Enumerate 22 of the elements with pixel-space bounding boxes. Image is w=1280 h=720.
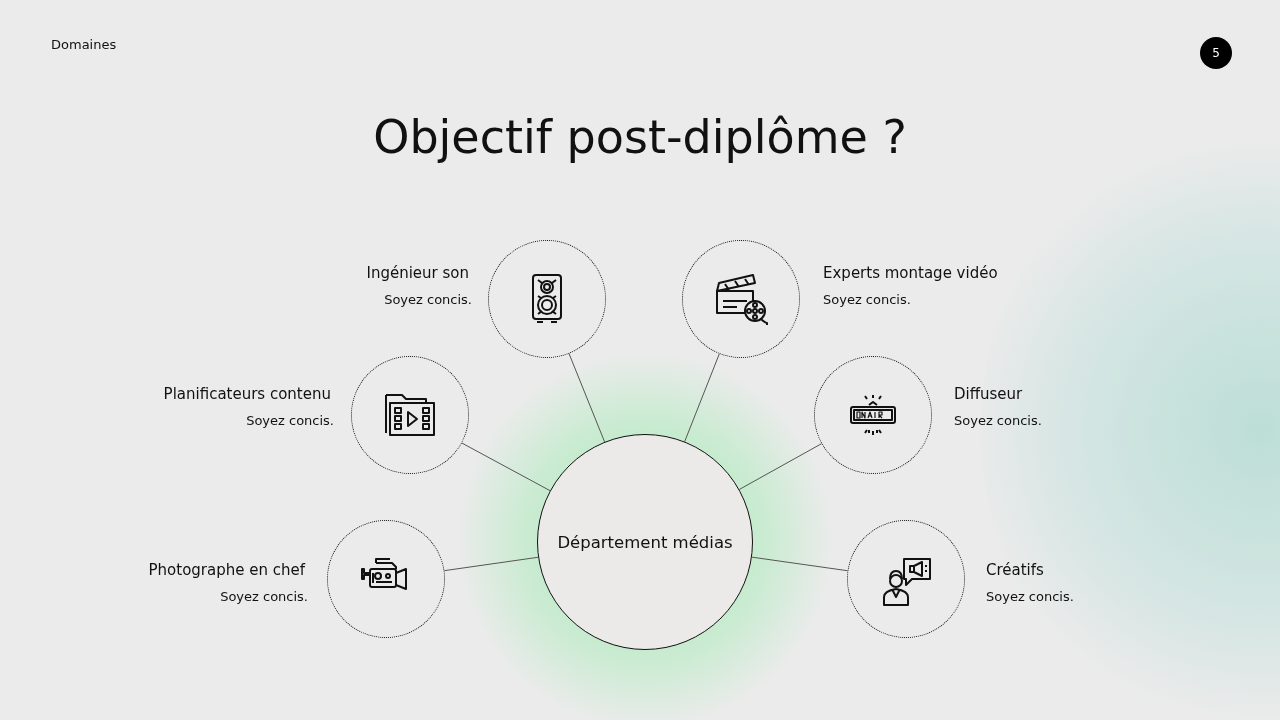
connector-line [461, 442, 551, 492]
role-description: Soyez concis. [823, 292, 911, 307]
section-label: Domaines [51, 37, 117, 52]
role-description: Soyez concis. [986, 589, 1074, 604]
role-description: Soyez concis. [220, 589, 308, 604]
role-title: Créatifs [986, 561, 1044, 579]
connector-line [738, 443, 822, 490]
role-description: Soyez concis. [384, 292, 472, 307]
connector-line [751, 556, 849, 572]
role-title: Ingénieur son [366, 264, 469, 282]
page-number: 5 [1200, 37, 1232, 69]
hub-label: Département médias [556, 532, 734, 552]
role-title: Diffuseur [954, 385, 1023, 403]
role-title: Photographe en chef [148, 561, 305, 579]
role-title: Experts montage vidéo [823, 264, 998, 282]
connector-line [684, 353, 720, 443]
role-description: Soyez concis. [246, 413, 334, 428]
connector-line [443, 556, 539, 572]
connector-line [568, 353, 606, 443]
slide-title: Objectif post-diplôme ? [372, 110, 908, 164]
role-description: Soyez concis. [954, 413, 1042, 428]
role-title: Planificateurs contenu [163, 385, 331, 403]
